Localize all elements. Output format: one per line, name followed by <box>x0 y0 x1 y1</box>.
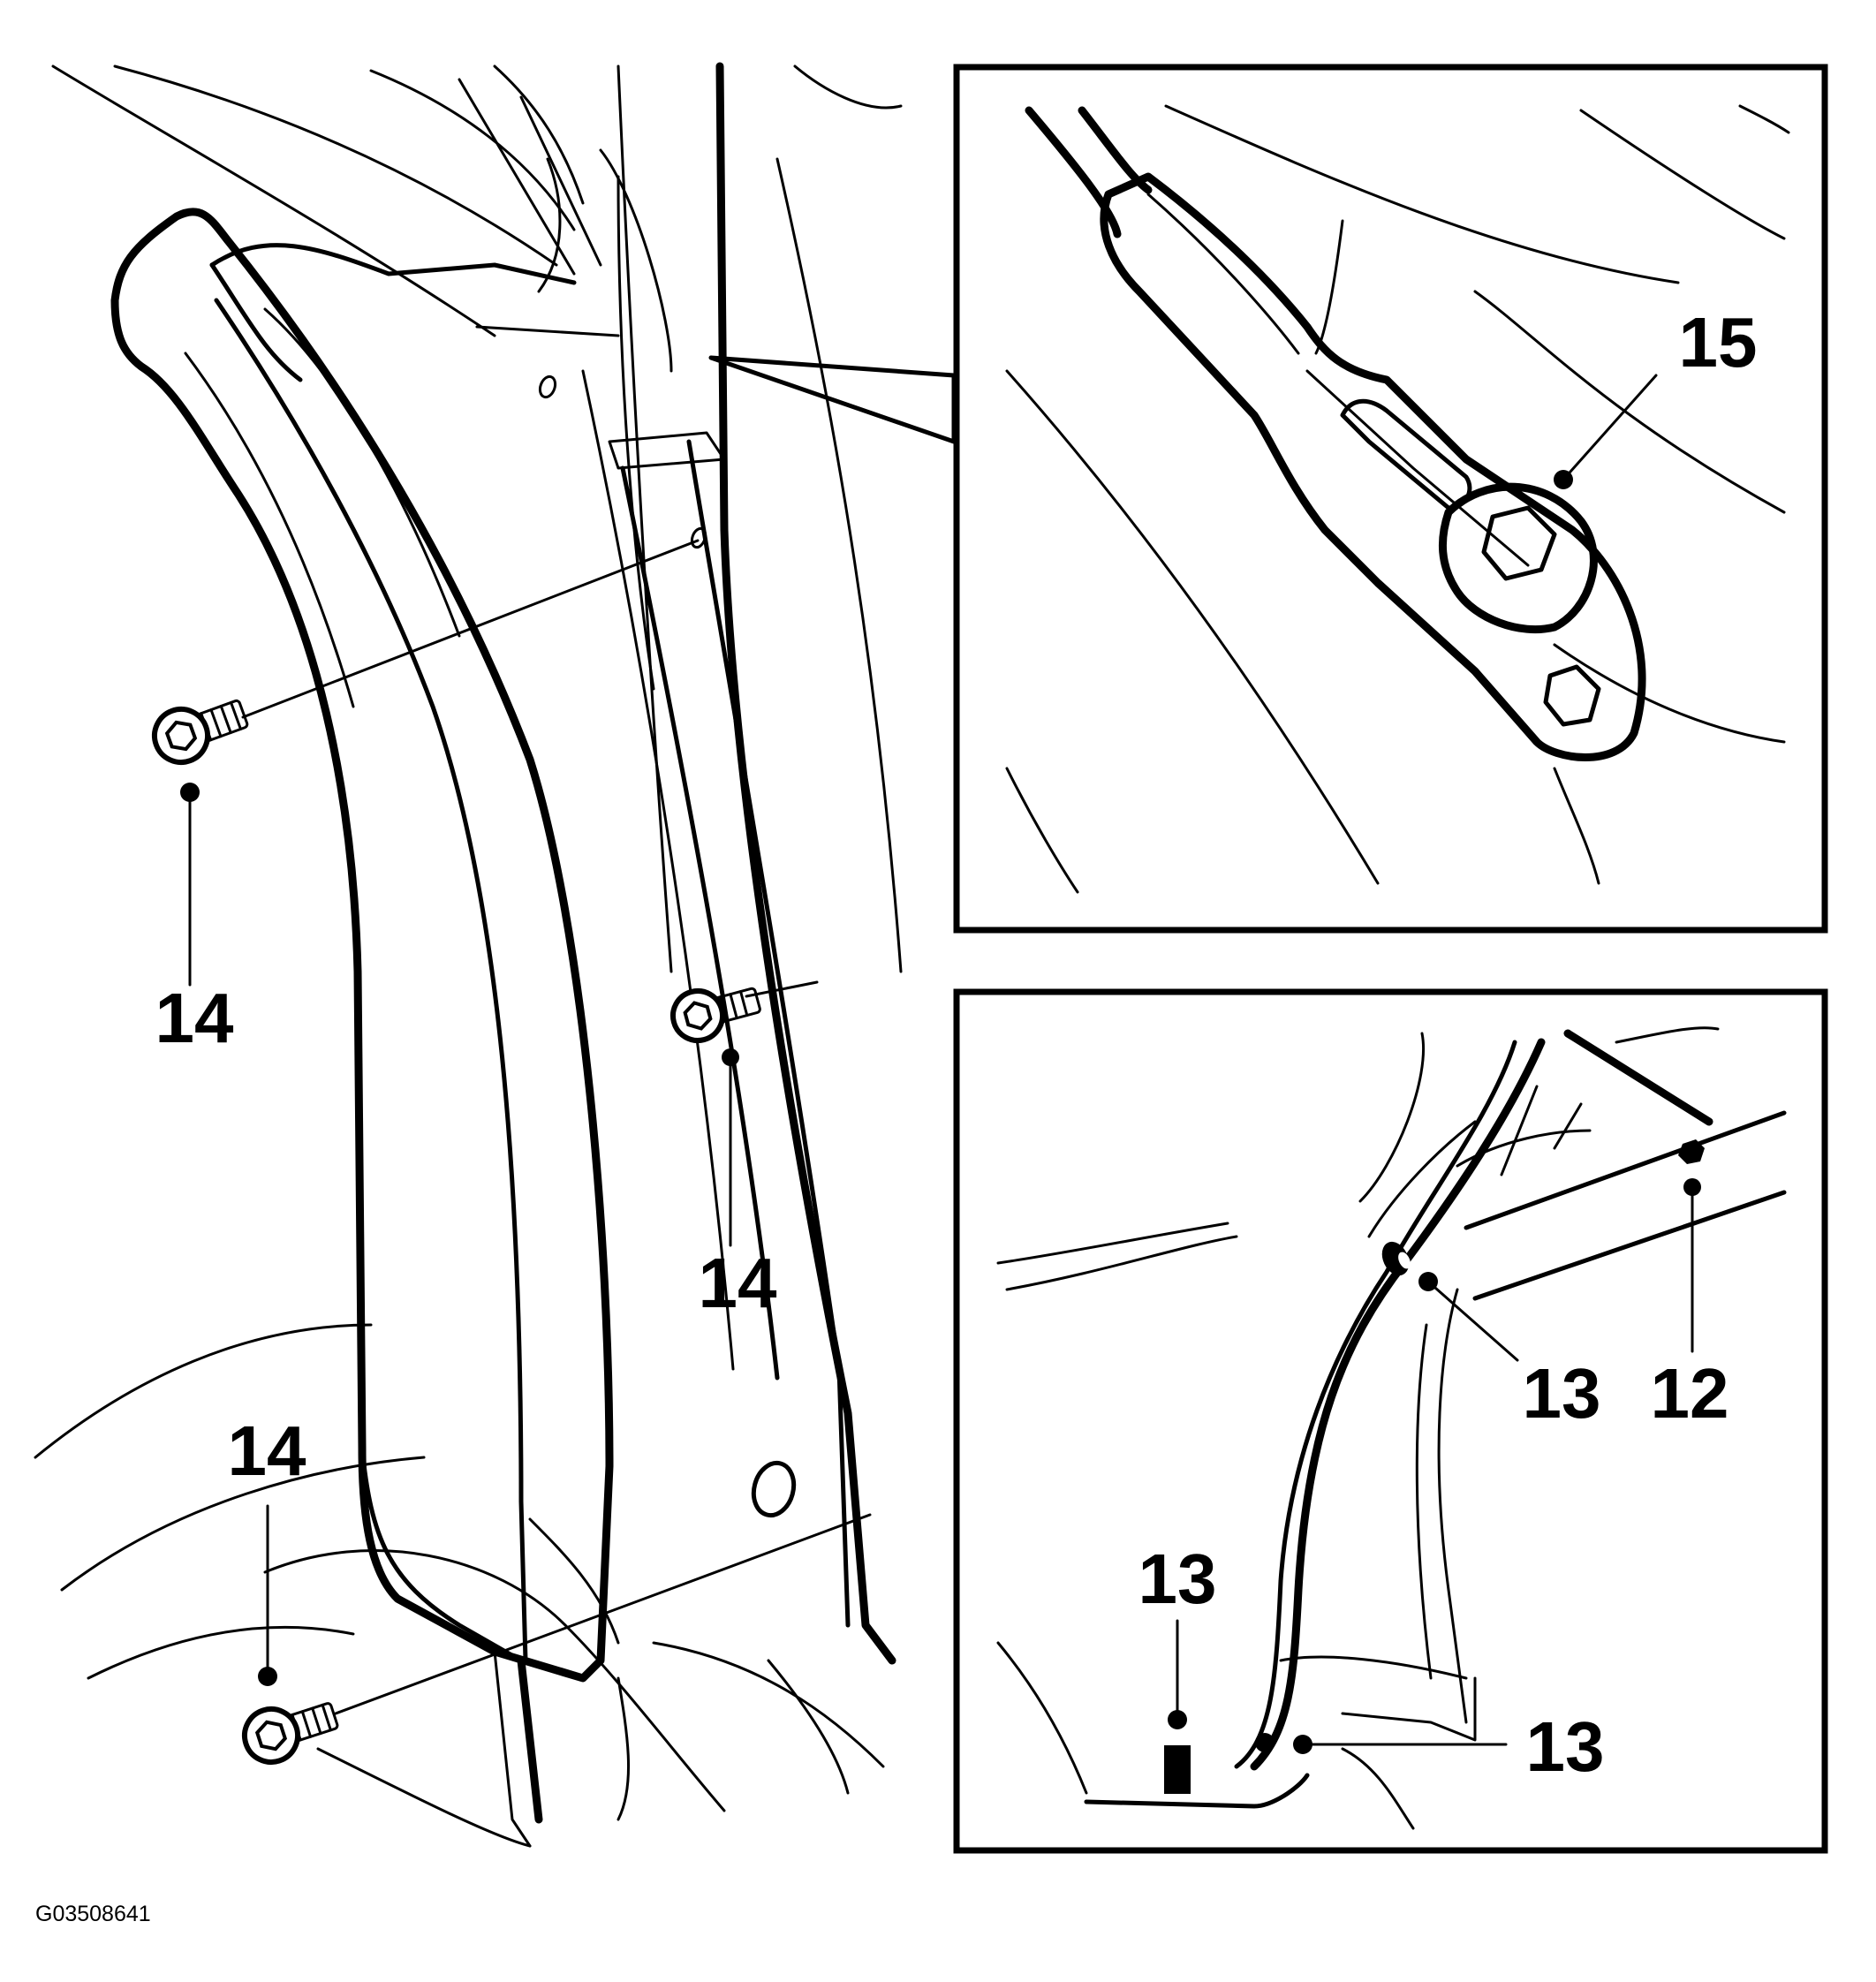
label-13-lower-left: 13 <box>1138 1539 1217 1618</box>
inset-bottom-drawing <box>996 1026 1787 1830</box>
figure-code: G03508641 <box>35 1902 151 1926</box>
clip-13-lower-left <box>1164 1745 1191 1794</box>
body-background-lines <box>34 64 903 1848</box>
main-view: 14 14 14 <box>34 62 957 1848</box>
strap-hole <box>1543 664 1601 727</box>
label-13-upper: 13 <box>1523 1354 1601 1433</box>
inset-top-drawing <box>1005 104 1790 894</box>
inset-top-frame <box>953 64 1828 934</box>
hole-upper <box>538 374 557 399</box>
fastener-nut <box>1438 482 1598 634</box>
label-13-lower-right: 13 <box>1526 1707 1605 1786</box>
label-14-upper-left: 14 <box>155 979 234 1057</box>
label-14-middle: 14 <box>699 1244 777 1322</box>
bolt-lower-left <box>242 1504 339 1765</box>
inset-bottom-frame <box>953 988 1828 1854</box>
hole-lower <box>751 1460 797 1518</box>
inset-bottom: 13 12 13 13 <box>953 988 1828 1854</box>
trim-panel <box>110 208 630 1848</box>
pillar-outline <box>581 62 896 1665</box>
hole-upper-right <box>690 526 707 549</box>
clip-13-lower-right <box>1255 1733 1275 1752</box>
clip-13-upper <box>1381 1241 1410 1276</box>
label-12: 12 <box>1651 1354 1729 1433</box>
label-14-lower-left: 14 <box>228 1411 306 1490</box>
bolt-leader-lines <box>241 539 872 1715</box>
clip-12 <box>1678 1139 1705 1164</box>
mounting-holes <box>538 374 797 1518</box>
label-15: 15 <box>1679 303 1758 382</box>
inset-top: 15 <box>953 64 1828 934</box>
bolt-middle <box>670 987 761 1247</box>
bolt-upper-left <box>152 699 249 987</box>
